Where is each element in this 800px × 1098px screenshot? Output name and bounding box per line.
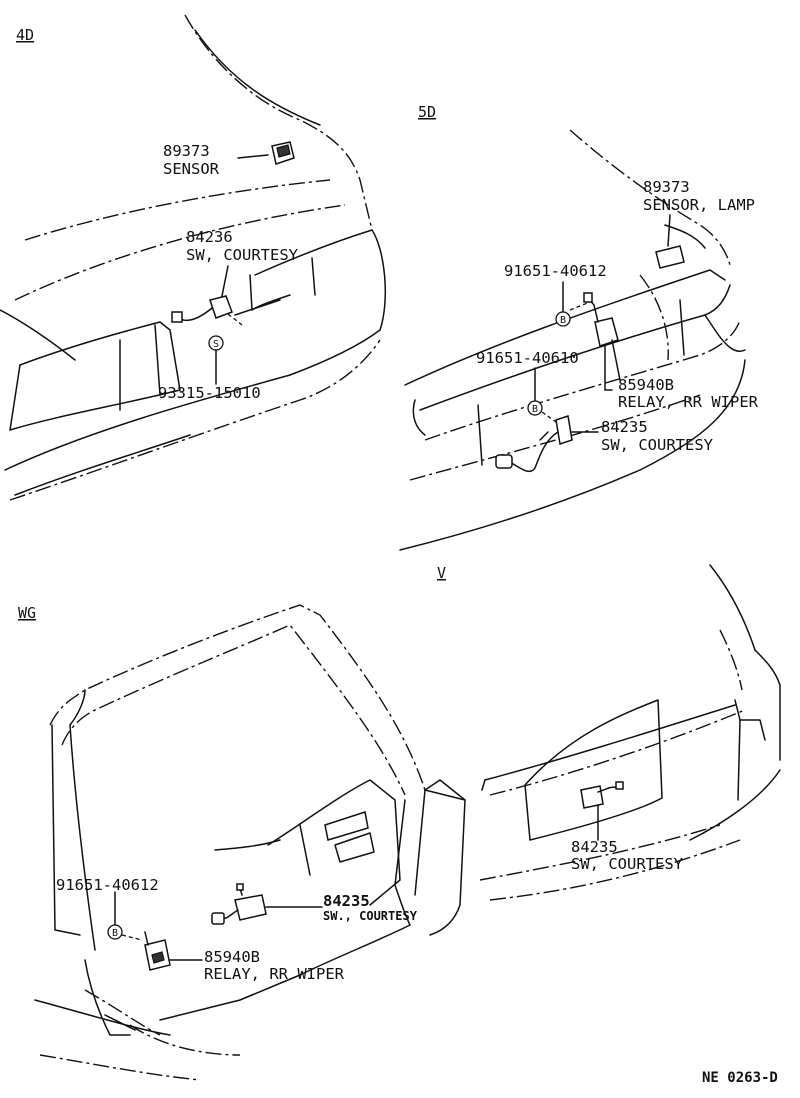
- label-v-courtesy-name: SW, COURTESY: [571, 855, 684, 873]
- car-outline-4d: [0, 14, 387, 501]
- courtesy-switch-part-v: [580, 781, 624, 841]
- badge-5d-bolt-upper: B: [560, 315, 566, 326]
- section-label-v: V: [437, 564, 446, 582]
- label-5d-bolt-upper-number: 91651-40612: [504, 262, 607, 280]
- label-4d-sensor-name: SENSOR: [163, 160, 220, 178]
- section-4d: 4D 89373 SENSOR: [0, 14, 387, 501]
- label-4d-courtesy-name: SW, COURTESY: [186, 246, 299, 264]
- section-label-5d: 5D: [418, 103, 436, 121]
- section-5d: 5D 89373 SENSOR, LAMP: [399, 103, 759, 551]
- badge-wg-bolt: B: [112, 928, 118, 939]
- label-5d-courtesy-number: 84235: [601, 418, 648, 436]
- sensor-part-4d: [237, 141, 295, 165]
- label-wg-courtesy-name: SW., COURTESY: [323, 909, 418, 923]
- label-v-courtesy-number: 84235: [571, 838, 618, 856]
- label-wg-relay-name: RELAY, RR WIPER: [204, 965, 345, 983]
- diagram-code: NE 0263-D: [702, 1070, 778, 1086]
- label-4d-screw-number: 93315-15010: [158, 384, 261, 402]
- label-5d-bolt-lower-number: 91651-40610: [476, 349, 579, 367]
- label-5d-sensor-number: 89373: [643, 178, 690, 196]
- label-wg-courtesy-number: 84235: [323, 892, 370, 910]
- label-4d-sensor-number: 89373: [163, 142, 210, 160]
- bolt-lower-5d: B: [527, 367, 557, 423]
- label-wg-relay-number: 85940B: [204, 948, 260, 966]
- relay-part-wg: [144, 931, 203, 971]
- section-label-4d: 4D: [16, 26, 34, 44]
- car-outline-5d: [399, 129, 746, 551]
- label-5d-sensor-name: SENSOR, LAMP: [643, 196, 755, 214]
- sensor-lamp-part-5d: [655, 214, 685, 269]
- label-5d-courtesy-name: SW, COURTESY: [601, 436, 714, 454]
- label-4d-courtesy-number: 84236: [186, 228, 233, 246]
- label-wg-bolt-number: 91651-40612: [56, 876, 159, 894]
- courtesy-switch-part-4d: [171, 265, 243, 326]
- badge-4d-screw: S: [213, 339, 219, 350]
- car-outline-v: [479, 564, 781, 901]
- badge-5d-bolt-lower: B: [532, 404, 538, 415]
- relay-part-5d: [569, 292, 621, 391]
- label-5d-relay-number: 85940B: [618, 376, 674, 394]
- car-outline-wg: [34, 604, 466, 1081]
- bolt-upper-5d: B: [555, 281, 571, 327]
- screw-badge-4d: S: [208, 335, 224, 385]
- section-label-wg: WG: [18, 604, 36, 622]
- courtesy-switch-part-wg: [211, 883, 323, 925]
- section-v: V 84235 SW, COURTESY: [437, 564, 781, 901]
- label-5d-relay-name: RELAY, RR WIPER: [618, 393, 759, 411]
- bolt-wg: B: [107, 891, 143, 941]
- section-wg: WG B: [18, 604, 466, 1081]
- courtesy-switch-part-5d: [495, 415, 599, 473]
